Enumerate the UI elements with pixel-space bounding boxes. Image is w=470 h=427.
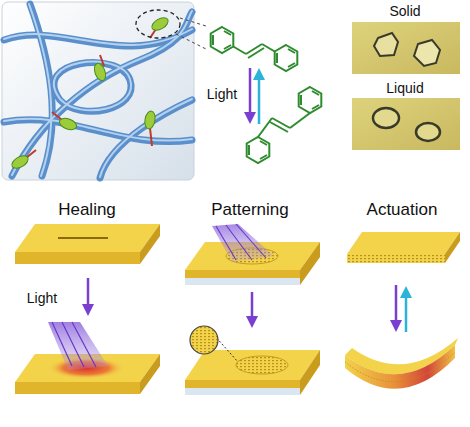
text-label: Solid (389, 3, 420, 19)
zoom-lines (176, 18, 208, 50)
text-label: Light (207, 86, 237, 102)
light-arrows (244, 68, 265, 124)
liquid-photo (352, 98, 460, 150)
text-label: Light (27, 290, 57, 306)
text-label: Liquid (386, 80, 423, 96)
healing-illustration (15, 224, 160, 394)
trans-azobenzene (211, 27, 298, 71)
polymer-network (2, 2, 194, 180)
actuation-illustration (345, 232, 460, 389)
text-label: Healing (58, 200, 116, 220)
text-label: Actuation (367, 200, 438, 220)
patterning-illustration (185, 224, 320, 395)
solid-photo (352, 22, 460, 74)
text-label: Patterning (211, 200, 289, 220)
